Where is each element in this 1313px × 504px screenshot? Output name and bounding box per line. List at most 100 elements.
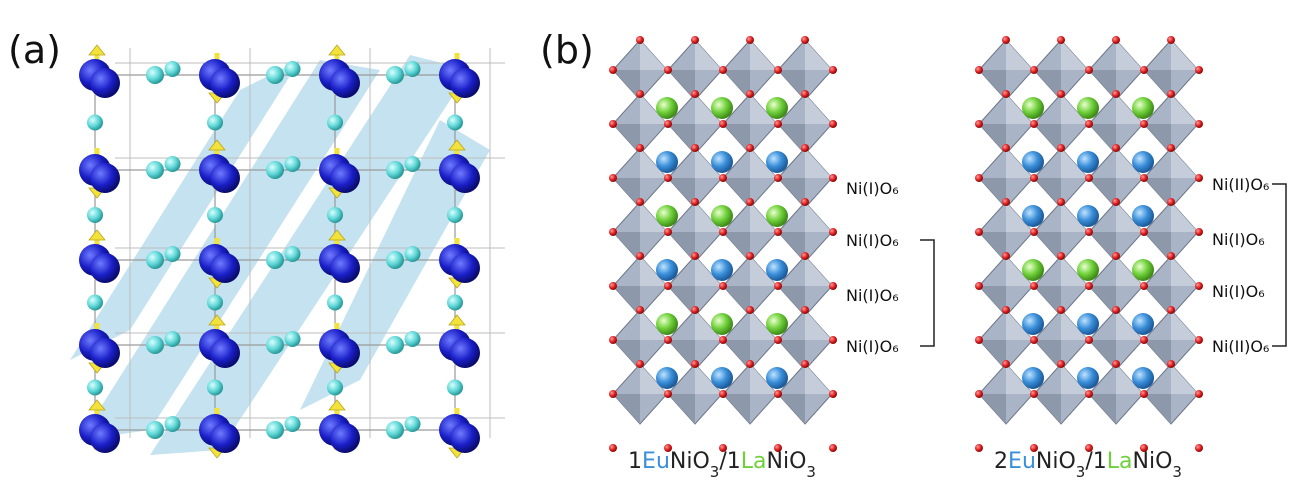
oxygen-atom xyxy=(284,156,301,172)
period-bracket xyxy=(920,239,935,347)
oxygen-atom xyxy=(975,228,983,236)
oxygen-atom xyxy=(146,421,164,439)
oxygen-atom xyxy=(975,120,983,128)
nickel-atom xyxy=(450,423,480,453)
octahedron-face xyxy=(805,202,832,232)
nickel-atom xyxy=(90,163,120,193)
oxygen-atom xyxy=(609,66,617,74)
octahedron-face xyxy=(1089,124,1116,154)
oxygen-atom xyxy=(774,390,782,398)
oxygen-atom xyxy=(691,252,699,260)
octahedron-face xyxy=(668,178,695,208)
octahedron-face xyxy=(613,394,640,424)
eu-atom xyxy=(1077,367,1099,389)
oxygen-atom xyxy=(1140,174,1148,182)
eu-atom xyxy=(656,151,678,173)
octahedron-face xyxy=(1171,310,1198,340)
structure-caption: 2EuNiO3/1LaNiO3 xyxy=(994,449,1182,481)
octahedron-face xyxy=(668,232,695,262)
structure-1: 1EuNiO3/1LaNiO3Ni(I)O₆Ni(I)O₆Ni(I)O₆Ni(I… xyxy=(609,36,935,481)
octahedron-face xyxy=(1171,202,1198,232)
octahedron-face xyxy=(613,178,640,208)
nickel-atom xyxy=(210,253,240,283)
structure-2: 2EuNiO3/1LaNiO3Ni(II)O₆Ni(I)O₆Ni(I)O₆Ni(… xyxy=(975,36,1287,481)
nickel-atom xyxy=(330,163,360,193)
oxygen-atom xyxy=(636,360,644,368)
octahedron-face xyxy=(1034,394,1061,424)
octahedron-face xyxy=(723,286,750,316)
oxygen-atom xyxy=(664,336,672,344)
octahedron-face xyxy=(723,70,750,100)
eu-atom xyxy=(1077,313,1099,335)
oxygen-atom xyxy=(1085,444,1093,452)
oxygen-atom xyxy=(1195,120,1203,128)
oxygen-atom xyxy=(1112,360,1120,368)
spin-arrow-head xyxy=(88,44,106,56)
la-atom xyxy=(766,97,788,119)
oxygen-atom xyxy=(1140,336,1148,344)
oxygen-atom xyxy=(975,336,983,344)
oxygen-atom xyxy=(164,246,181,262)
octahedron-face xyxy=(979,178,1006,208)
oxygen-atom xyxy=(1167,360,1175,368)
octahedron-face xyxy=(640,40,667,70)
oxygen-atom xyxy=(774,66,782,74)
nickel-atom xyxy=(450,68,480,98)
ni-octahedron-label: Ni(I)O₆ xyxy=(1212,282,1265,301)
oxygen-atom xyxy=(1112,252,1120,260)
oxygen-atom xyxy=(1167,90,1175,98)
oxygen-atom xyxy=(266,336,284,354)
oxygen-atom xyxy=(1140,444,1148,452)
oxygen-atom xyxy=(266,161,284,179)
oxygen-atom xyxy=(1140,228,1148,236)
oxygen-atom xyxy=(386,251,404,269)
octahedron-face xyxy=(979,232,1006,262)
oxygen-atom xyxy=(801,144,809,152)
oxygen-atom xyxy=(1002,360,1010,368)
octahedron-face xyxy=(1061,40,1088,70)
octahedron-face xyxy=(1171,256,1198,286)
eu-atom xyxy=(766,151,788,173)
oxygen-atom xyxy=(1112,198,1120,206)
octahedron-face xyxy=(805,310,832,340)
octahedron-face xyxy=(723,178,750,208)
oxygen-atom xyxy=(746,36,754,44)
oxygen-atom xyxy=(829,120,837,128)
octahedron-face xyxy=(1034,340,1061,370)
oxygen-atom xyxy=(284,331,301,347)
octahedron-face xyxy=(778,70,805,100)
oxygen-atom xyxy=(664,174,672,182)
nickel-atom xyxy=(210,68,240,98)
oxygen-atom xyxy=(1002,252,1010,260)
oxygen-atom xyxy=(1195,336,1203,344)
nickel-atom xyxy=(90,253,120,283)
nickel-atom xyxy=(330,253,360,283)
oxygen-atom xyxy=(1195,174,1203,182)
la-atom xyxy=(656,313,678,335)
spin-arrow-head xyxy=(208,139,226,151)
eu-atom xyxy=(1132,313,1154,335)
nickel-atom xyxy=(450,163,480,193)
oxygen-atom xyxy=(1057,198,1065,206)
octahedron-face xyxy=(750,40,777,70)
oxygen-atom xyxy=(1167,144,1175,152)
oxygen-atom xyxy=(207,114,223,131)
oxygen-atom xyxy=(975,444,983,452)
octahedron-face xyxy=(1171,148,1198,178)
octahedron-face xyxy=(1089,394,1116,424)
eu-atom xyxy=(766,367,788,389)
oxygen-atom xyxy=(1057,36,1065,44)
octahedron-face xyxy=(1006,40,1033,70)
oxygen-atom xyxy=(386,336,404,354)
octahedron-face xyxy=(613,286,640,316)
oxygen-atom xyxy=(719,174,727,182)
eu-atom xyxy=(1022,151,1044,173)
octahedron-face xyxy=(668,286,695,316)
eu-atom xyxy=(1022,313,1044,335)
spin-arrow-head xyxy=(448,314,466,326)
la-atom xyxy=(711,205,733,227)
octahedron-face xyxy=(979,394,1006,424)
eu-atom xyxy=(711,151,733,173)
octahedron-face xyxy=(1089,178,1116,208)
octahedron-face xyxy=(668,70,695,100)
